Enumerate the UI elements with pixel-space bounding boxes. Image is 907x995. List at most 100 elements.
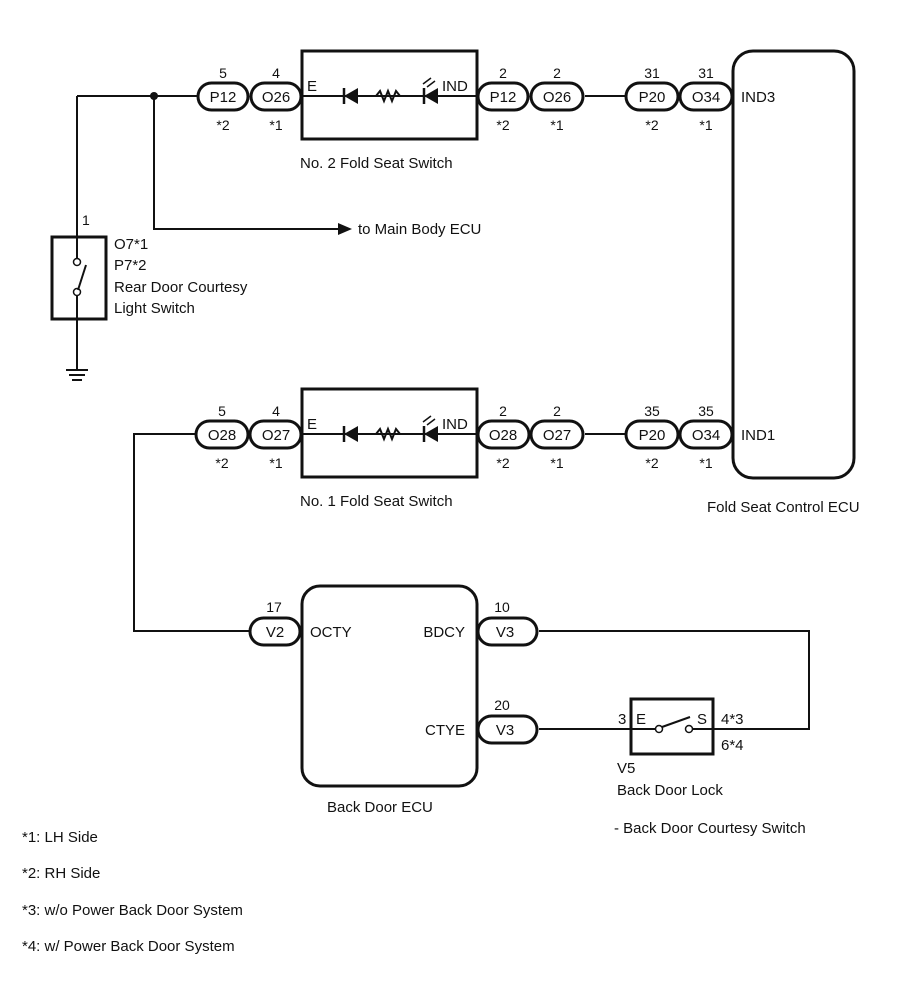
pin-number: 35: [644, 403, 660, 419]
junction-dot: [150, 92, 158, 100]
pin-number: 2: [553, 403, 561, 419]
connector-pill: [476, 419, 531, 450]
connector-id: O27: [543, 427, 571, 444]
lock-connector: V5: [617, 760, 635, 777]
pin-s-without-power-door: 4*3: [721, 711, 744, 728]
note-ref: *1: [550, 117, 563, 133]
connector-pill: [196, 81, 250, 112]
connector-id: O27: [262, 427, 290, 444]
switch-2-terminal-ind: IND: [442, 78, 468, 95]
connector-pill: [248, 419, 303, 450]
resistor-icon: [375, 426, 401, 442]
arrow-right-icon: [338, 223, 352, 235]
connector-pill: [476, 616, 539, 647]
diode-icon: [342, 88, 358, 104]
note-1: *1: LH Side: [22, 829, 98, 846]
ecu-top-connectors: P20 O34 31 31 *2 *1: [624, 65, 734, 133]
led-icon: [422, 415, 438, 442]
switch-connector-lh: O7*1: [114, 236, 148, 253]
switch-2-right-connectors: P12 O26 2 2 *2 *1: [476, 65, 585, 133]
connector-pill: [248, 616, 302, 647]
ecu-bottom-connectors: P20 O34 35 35 *2 *1: [624, 403, 734, 471]
note-ref: *1: [269, 455, 282, 471]
note-2: *2: RH Side: [22, 865, 100, 882]
rear-door-courtesy-switch: 1 O7*1 P7*2 Rear Door Courtesy Light Swi…: [50, 212, 248, 381]
connector-pill: [529, 419, 585, 450]
pin-number: 2: [553, 65, 561, 81]
pin-number: 2: [499, 65, 507, 81]
led-icon: [422, 77, 438, 104]
wire-bdcy-to-lock: [539, 630, 810, 730]
connector-pill: [624, 419, 680, 450]
terminal-e: E: [636, 711, 646, 728]
lock-subname: - Back Door Courtesy Switch: [614, 820, 806, 837]
connector-id: O28: [208, 427, 236, 444]
switch-connector-rh: P7*2: [114, 257, 147, 274]
pin-number: 10: [494, 599, 510, 615]
connector-id: O28: [489, 427, 517, 444]
back-door-lock: E S 3 4*3 6*4 V5 Back Door Lock - Back D…: [614, 697, 806, 837]
ground-icon: [66, 369, 88, 381]
main-body-ecu-label: to Main Body ECU: [358, 221, 481, 238]
switch-2-name: No. 2 Fold Seat Switch: [300, 155, 453, 172]
switch-name-line2: Light Switch: [114, 300, 195, 317]
pin-e: 3: [618, 711, 626, 728]
connector-id: P20: [639, 427, 666, 444]
connector-pill: [529, 81, 585, 112]
switch-2-left-connectors: P12 O26 5 4 *2 *1: [196, 65, 303, 133]
terminal-bdcy: BDCY: [423, 624, 465, 641]
terminal-octy: OCTY: [310, 624, 352, 641]
terminal-ctye: CTYE: [425, 722, 465, 739]
diode-icon: [342, 426, 358, 442]
note-ref: *2: [645, 455, 658, 471]
connector-id: P12: [490, 89, 517, 106]
note-ref: *2: [496, 455, 509, 471]
switch-contact-icon: [654, 716, 694, 734]
terminal-s: S: [697, 711, 707, 728]
pin-number: 35: [698, 403, 714, 419]
ecu-name: Fold Seat Control ECU: [707, 499, 860, 516]
pin-number: 17: [266, 599, 282, 615]
switch-box: [50, 235, 108, 321]
note-4: *4: w/ Power Back Door System: [22, 938, 235, 955]
switch-1-left-connectors: O28 O27 5 4 *2 *1: [194, 403, 303, 471]
pin-number: 4: [272, 65, 280, 81]
pin-number: 31: [698, 65, 714, 81]
note-ref: *1: [269, 117, 282, 133]
connector-id: O26: [262, 89, 290, 106]
connector-id: V2: [266, 624, 284, 641]
switch-contact-icon: [72, 257, 87, 297]
pin-number: 2: [499, 403, 507, 419]
back-door-ecu-box: [300, 584, 479, 788]
wire-to-main-body-ecu: [153, 96, 338, 230]
fold-seat-control-ecu: IND3 IND1 Fold Seat Control ECU: [707, 49, 860, 516]
connector-id: V3: [496, 722, 514, 739]
pin-s-with-power-door: 6*4: [721, 737, 744, 754]
switch-1-terminal-e: E: [307, 416, 317, 433]
fold-seat-switch-1: E IND No. 1 Fold Seat Switch: [300, 387, 479, 510]
resistor-icon: [375, 88, 401, 104]
wires: [76, 92, 810, 730]
notes: *1: LH Side *2: RH Side *3: w/o Power Ba…: [22, 829, 243, 955]
note-ref: *1: [699, 455, 712, 471]
connector-pill: [624, 81, 680, 112]
back-door-ecu-name: Back Door ECU: [327, 799, 433, 816]
switch-1-terminal-ind: IND: [442, 416, 468, 433]
back-door-ecu: V2 17 OCTY V3 10 BDCY V3 20 CTYE Back Do…: [248, 584, 539, 816]
note-ref: *1: [699, 117, 712, 133]
note-ref: *2: [496, 117, 509, 133]
note-ref: *2: [216, 117, 229, 133]
connector-pill: [194, 419, 250, 450]
pin-number: 5: [219, 65, 227, 81]
switch-2-terminal-e: E: [307, 78, 317, 95]
ecu-box: [731, 49, 856, 480]
note-3: *3: w/o Power Back Door System: [22, 902, 243, 919]
wire-switch1-left: [133, 433, 250, 632]
lock-name: Back Door Lock: [617, 782, 723, 799]
pin-number: 20: [494, 697, 510, 713]
pin-number: 5: [218, 403, 226, 419]
pin-number: 4: [272, 403, 280, 419]
connector-pill: [476, 81, 530, 112]
connector-id: V3: [496, 624, 514, 641]
